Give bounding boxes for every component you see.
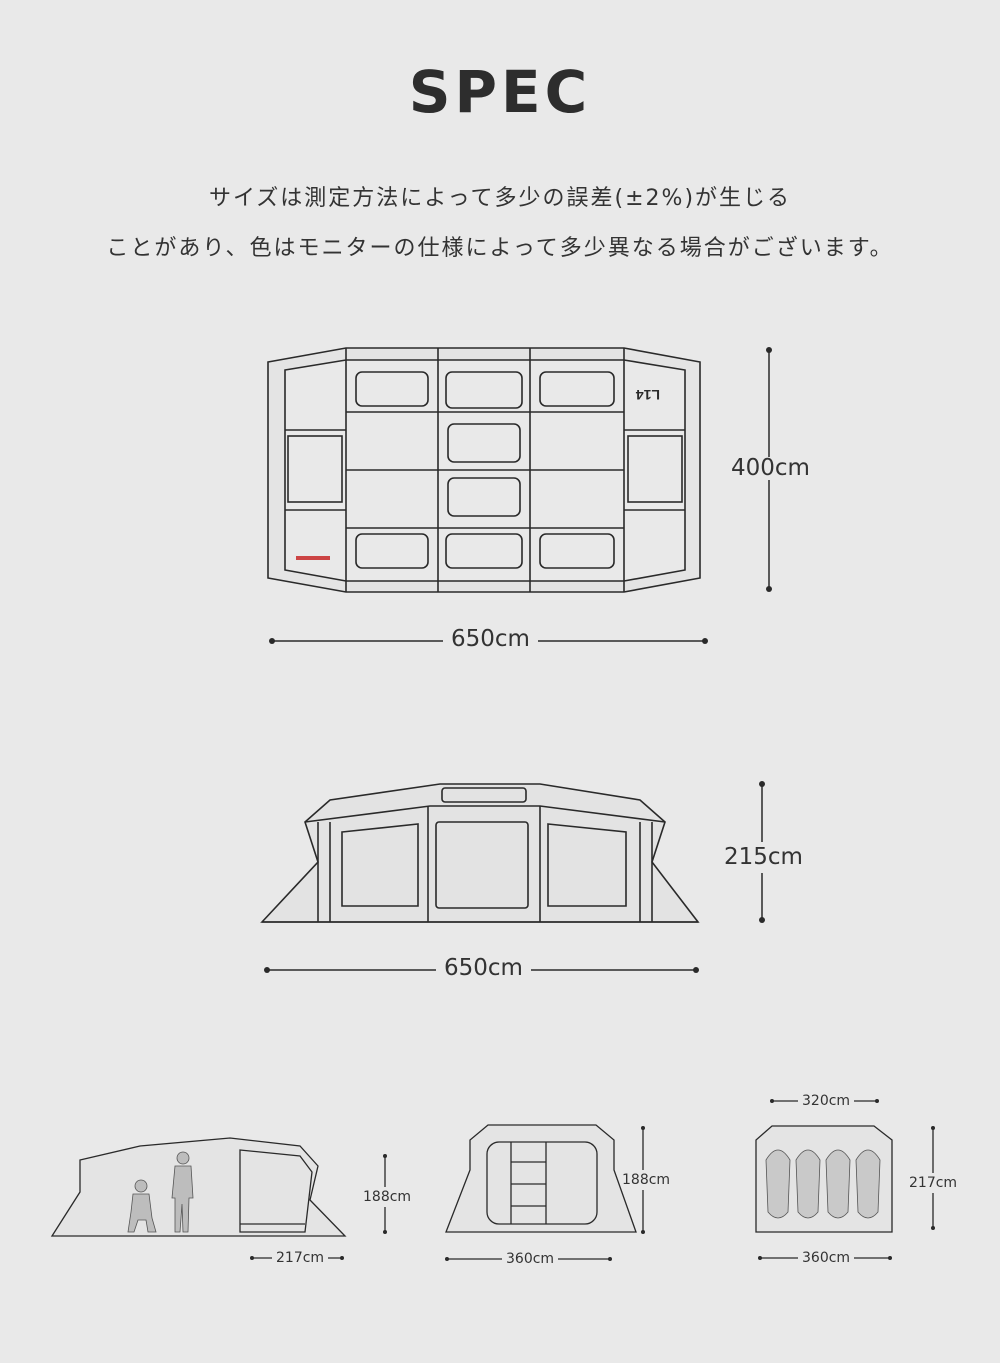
tent-front-view bbox=[260, 781, 765, 973]
sleep-view-top-label: 320cm bbox=[798, 1094, 855, 1108]
side-view-height-label: 188cm bbox=[363, 1187, 412, 1207]
door-view-width-label: 360cm bbox=[502, 1252, 559, 1266]
sleep-view-height-label: 217cm bbox=[909, 1173, 958, 1193]
size-note-line-1: サイズは測定方法によって多少の誤差(±2%)が生じる bbox=[208, 186, 792, 211]
door-view-height-label: 188cm bbox=[622, 1170, 671, 1190]
top-view-depth-label: 400cm bbox=[731, 455, 810, 481]
tent-top-view: L14 bbox=[267, 347, 772, 644]
side-view-width-label: 217cm bbox=[272, 1251, 329, 1265]
top-view-logo: L14 bbox=[636, 387, 660, 403]
page-title: SPEC bbox=[408, 58, 592, 126]
front-view-width-label: 650cm bbox=[436, 957, 531, 980]
front-view-height-label: 215cm bbox=[724, 842, 803, 873]
sleep-view-width-label: 360cm bbox=[798, 1251, 855, 1265]
size-note-line-2: ことがあり、色はモニターの仕様によって多少異なる場合がございます。 bbox=[106, 236, 894, 261]
top-view-width-label: 650cm bbox=[443, 628, 538, 651]
